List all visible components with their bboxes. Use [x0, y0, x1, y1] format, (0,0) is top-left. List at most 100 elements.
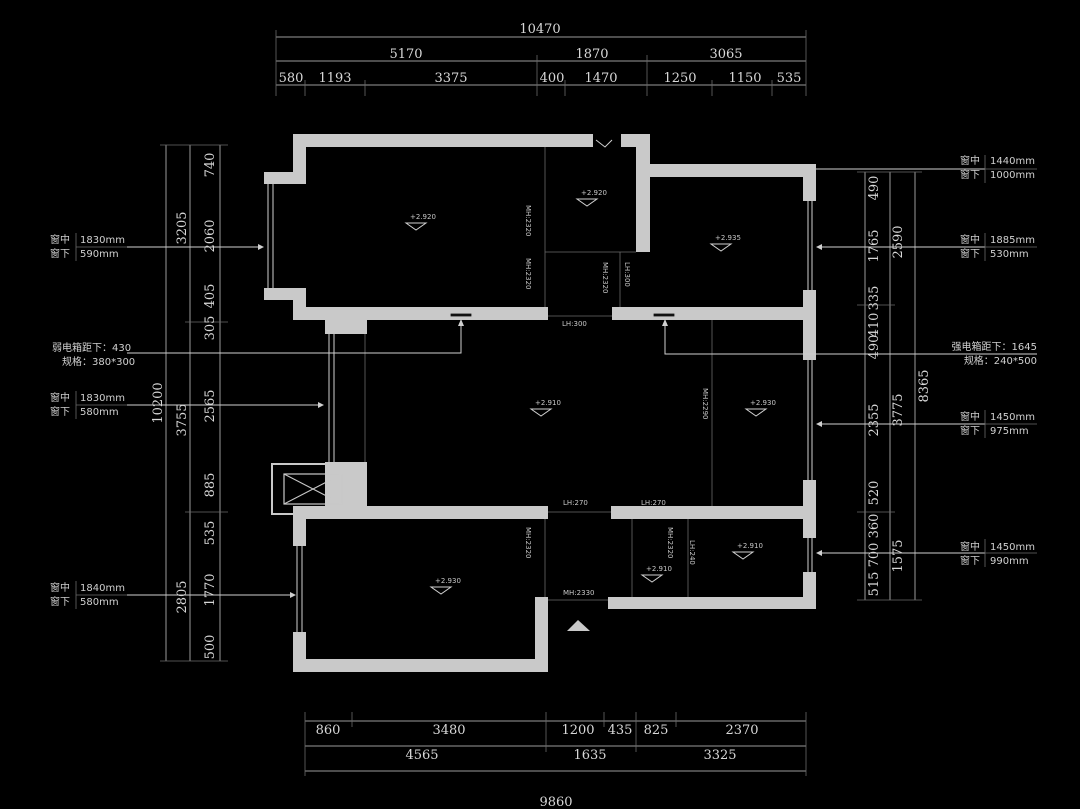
- right-dim: 490: [867, 176, 882, 201]
- top-dim-row2: 3065: [709, 47, 742, 62]
- left-dim: 405: [203, 284, 218, 309]
- svg-text:规格：380*300: 规格：380*300: [62, 355, 135, 368]
- elevation-label: +2.920: [581, 189, 607, 197]
- elevation-label: +2.935: [715, 234, 741, 242]
- strong-electric-box-note: 强电箱距下：1645 规格：240*500: [662, 319, 1037, 367]
- svg-text:窗下: 窗下: [50, 405, 70, 418]
- left-dim: 2805: [175, 580, 190, 613]
- right-dim: 515: [867, 572, 882, 597]
- svg-text:窗下: 窗下: [50, 247, 70, 260]
- svg-text:窗下: 窗下: [960, 424, 980, 437]
- beam-label: LH:300: [562, 320, 587, 328]
- right-dimension-lines: [857, 171, 922, 601]
- right-dim: 700: [867, 543, 882, 568]
- top-dim-row3: 3375: [434, 71, 467, 86]
- top-dim-row3: 535: [777, 71, 802, 86]
- svg-text:窗下: 窗下: [960, 247, 980, 260]
- bottom-dimension-lines: [304, 712, 807, 776]
- top-dim-row2: 1870: [575, 47, 608, 62]
- bottom-dim-row1: 860: [316, 723, 341, 738]
- svg-text:窗中: 窗中: [50, 581, 70, 594]
- svg-text:580mm: 580mm: [80, 597, 119, 608]
- beam-label-vertical: MH:2320: [524, 527, 532, 558]
- window-note-right-1: 窗中 窗下 1440mm 1000mm: [816, 154, 1037, 183]
- elevation-label: +2.910: [535, 399, 561, 407]
- right-dim: 410: [867, 313, 882, 338]
- left-dim: 500: [203, 635, 218, 660]
- bottom-dim-row1: 1200: [561, 723, 594, 738]
- elevation-markers: +2.920 +2.920 +2.935 +2.910 +2.930 +2.93…: [404, 189, 776, 595]
- svg-text:窗下: 窗下: [50, 595, 70, 608]
- windows-and-doors: [267, 139, 813, 632]
- left-overall-dim: 10200: [151, 382, 166, 423]
- right-dim: 1765: [867, 229, 882, 262]
- top-dimension-lines: [275, 30, 807, 96]
- bottom-dim-row1: 825: [644, 723, 669, 738]
- strong-electric-box-marker: [652, 312, 676, 318]
- svg-text:530mm: 530mm: [990, 249, 1029, 260]
- elevation-label: +2.920: [410, 213, 436, 221]
- walls: [264, 134, 816, 672]
- right-dim: 360: [867, 514, 882, 539]
- svg-text:窗中: 窗中: [960, 233, 980, 246]
- window-note-left-1: 窗中 窗下 1830mm 590mm: [50, 233, 264, 261]
- svg-text:1885mm: 1885mm: [990, 235, 1035, 246]
- beam-label-vertical: MH:2320: [524, 258, 532, 289]
- svg-text:1840mm: 1840mm: [80, 583, 125, 594]
- left-dim-col2: 10200 3205 3755 2805: [151, 211, 190, 613]
- elevation-label: +2.910: [737, 542, 763, 550]
- right-dim: 2355: [867, 403, 882, 436]
- left-dimension-lines: [160, 144, 228, 662]
- top-dim-row3: 1150: [728, 71, 761, 86]
- top-dim-row3: 580: [279, 71, 304, 86]
- bottom-dim-row1: 435: [608, 723, 633, 738]
- right-dim: 3775: [891, 393, 906, 426]
- top-dim-row3: 400: [540, 71, 565, 86]
- weak-electric-box-note: 弱电箱距下：430 规格：380*300: [52, 319, 464, 368]
- left-dim: 3755: [175, 403, 190, 436]
- svg-text:弱电箱距下：430: 弱电箱距下：430: [52, 341, 131, 354]
- elevation-label: +2.930: [435, 577, 461, 585]
- top-dim-row3: 1250: [663, 71, 696, 86]
- beam-label-vertical: MH:2320: [524, 205, 532, 236]
- entry-arrow-icon: [567, 620, 590, 631]
- beam-label-vertical: MH:2290: [701, 388, 709, 419]
- svg-text:窗中: 窗中: [50, 391, 70, 404]
- beam-label: LH:240: [688, 540, 696, 565]
- window-note-right-3: 窗中 窗下 1450mm 975mm: [816, 410, 1037, 438]
- svg-text:1450mm: 1450mm: [990, 412, 1035, 423]
- beam-label: LH:270: [563, 499, 588, 507]
- beam-label: LH:300: [623, 262, 631, 287]
- right-dim: 520: [867, 481, 882, 506]
- bottom-dim-row1: 2370: [725, 723, 758, 738]
- right-dim: 335: [867, 286, 882, 311]
- svg-text:580mm: 580mm: [80, 407, 119, 418]
- svg-text:窗中: 窗中: [960, 154, 980, 167]
- window-note-right-2: 窗中 窗下 1885mm 530mm: [816, 233, 1037, 261]
- shaft-box: [271, 463, 353, 515]
- beam-label: MH:2330: [563, 589, 594, 597]
- left-dim: 2565: [203, 389, 218, 422]
- left-dim: 885: [203, 473, 218, 498]
- top-overall-dim: 10470: [519, 22, 560, 37]
- svg-text:强电箱距下：1645: 强电箱距下：1645: [952, 340, 1037, 353]
- svg-text:1440mm: 1440mm: [990, 156, 1035, 167]
- svg-text:规格：240*500: 规格：240*500: [964, 354, 1037, 367]
- right-dim: 1575: [891, 539, 906, 572]
- svg-text:975mm: 975mm: [990, 426, 1029, 437]
- left-dim: 740: [203, 153, 218, 178]
- window-note-left-2: 窗中 窗下 1830mm 580mm: [50, 391, 324, 419]
- beam-label-vertical: MH:2320: [666, 527, 674, 558]
- weak-electric-box-marker: [449, 312, 473, 318]
- top-dim-row2: 5170: [389, 47, 422, 62]
- left-dim: 2060: [203, 219, 218, 252]
- bottom-overall-dim: 9860: [539, 795, 572, 809]
- top-dim-row3: 1193: [318, 71, 351, 86]
- left-dim: 305: [203, 316, 218, 341]
- elevation-label: +2.910: [646, 565, 672, 573]
- svg-text:窗下: 窗下: [960, 168, 980, 181]
- beam-label: LH:270: [641, 499, 666, 507]
- svg-text:1830mm: 1830mm: [80, 235, 125, 246]
- window-note-right-4: 窗中 窗下 1450mm 990mm: [816, 539, 1037, 567]
- svg-text:1000mm: 1000mm: [990, 170, 1035, 181]
